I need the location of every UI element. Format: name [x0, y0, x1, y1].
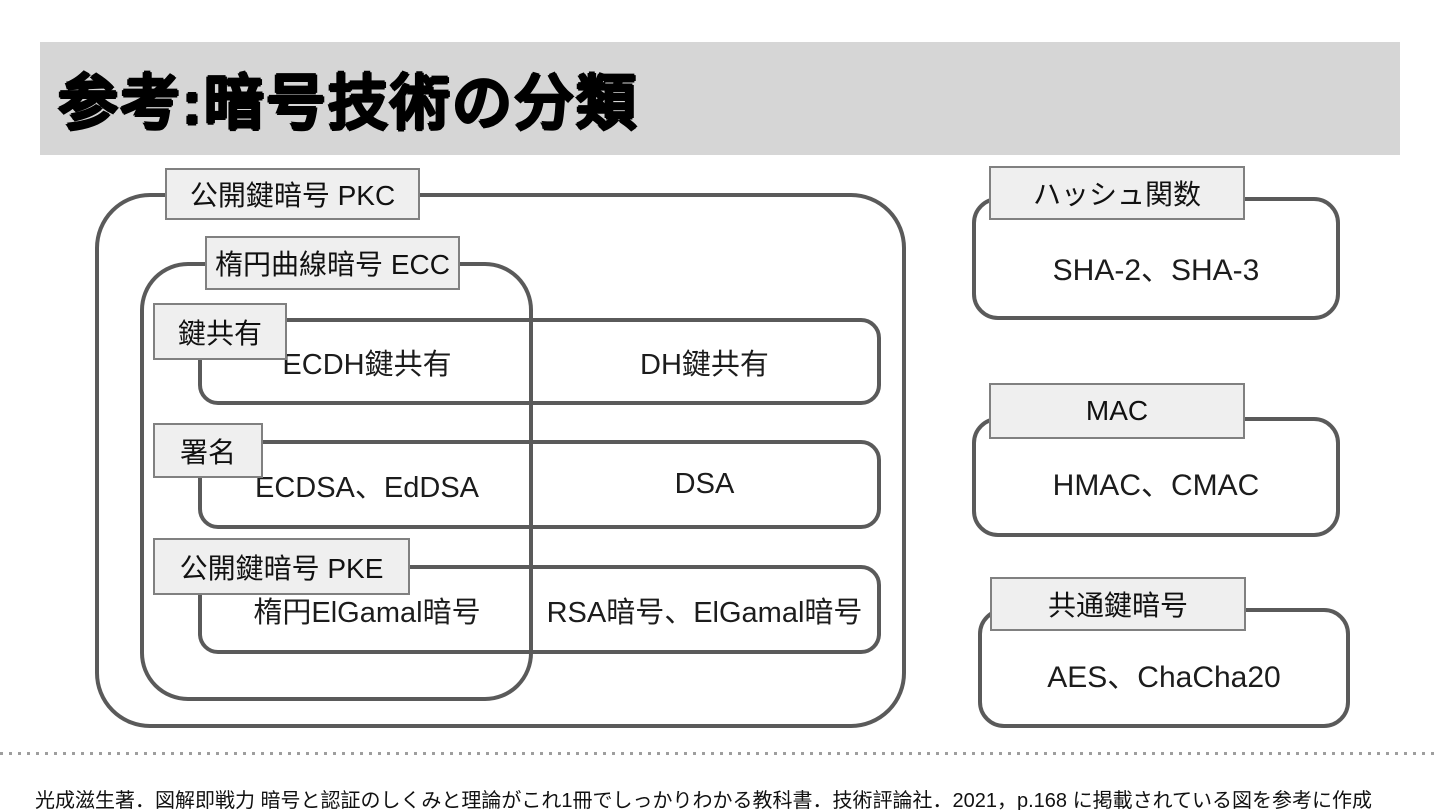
key-exchange-non-ecc-text: DH鍵共有 [640, 348, 769, 381]
signature-non-ecc-cell: DSA [532, 444, 877, 525]
hash-items: SHA-2、SHA-3 [1052, 254, 1260, 287]
signature-band: ECDSA、EdDSA DSA [198, 440, 881, 529]
page-title: 参考:暗号技術の分類 [58, 70, 638, 137]
signature-ecc-text: ECDSA、EdDSA [254, 471, 479, 504]
title-banner: 参考:暗号技術の分類 [40, 42, 1400, 155]
key-exchange-ecc-cell: ECDH鍵共有 [202, 322, 532, 401]
key-exchange-ecc-text: ECDH鍵共有 [282, 348, 452, 381]
pkc-boundary [95, 193, 906, 728]
signature-non-ecc-text: DSA [674, 468, 735, 500]
mac-tag: MAC [989, 383, 1245, 439]
symmetric-key-items: AES、ChaCha20 [1047, 661, 1281, 694]
key-exchange-tag: 鍵共有 [153, 303, 287, 360]
pke-ecc-cell: 楕円ElGamal暗号 [202, 569, 532, 650]
symmetric-key-tag: 共通鍵暗号 [990, 577, 1246, 631]
pke-non-ecc-cell: RSA暗号、ElGamal暗号 [532, 569, 877, 650]
key-exchange-non-ecc-cell: DH鍵共有 [532, 322, 877, 401]
footer-divider [0, 752, 1440, 755]
key-exchange-band: ECDH鍵共有 DH鍵共有 [198, 318, 881, 405]
citation: 光成滋生著．図解即戦力 暗号と認証のしくみと理論がこれ1冊でしっかりわかる教科書… [35, 790, 1372, 810]
hash-tag: ハッシュ関数 [989, 166, 1245, 220]
signature-tag: 署名 [153, 423, 263, 478]
pkc-tag: 公開鍵暗号 PKC [165, 168, 420, 220]
ecc-tag: 楕円曲線暗号 ECC [205, 236, 460, 290]
pke-ecc-text: 楕円ElGamal暗号 [253, 596, 481, 629]
signature-ecc-cell: ECDSA、EdDSA [202, 444, 532, 525]
pke-non-ecc-text: RSA暗号、ElGamal暗号 [546, 596, 863, 629]
pke-band: 楕円ElGamal暗号 RSA暗号、ElGamal暗号 [198, 565, 881, 654]
mac-items: HMAC、CMAC [1052, 469, 1260, 502]
pke-tag: 公開鍵暗号 PKE [153, 538, 410, 595]
